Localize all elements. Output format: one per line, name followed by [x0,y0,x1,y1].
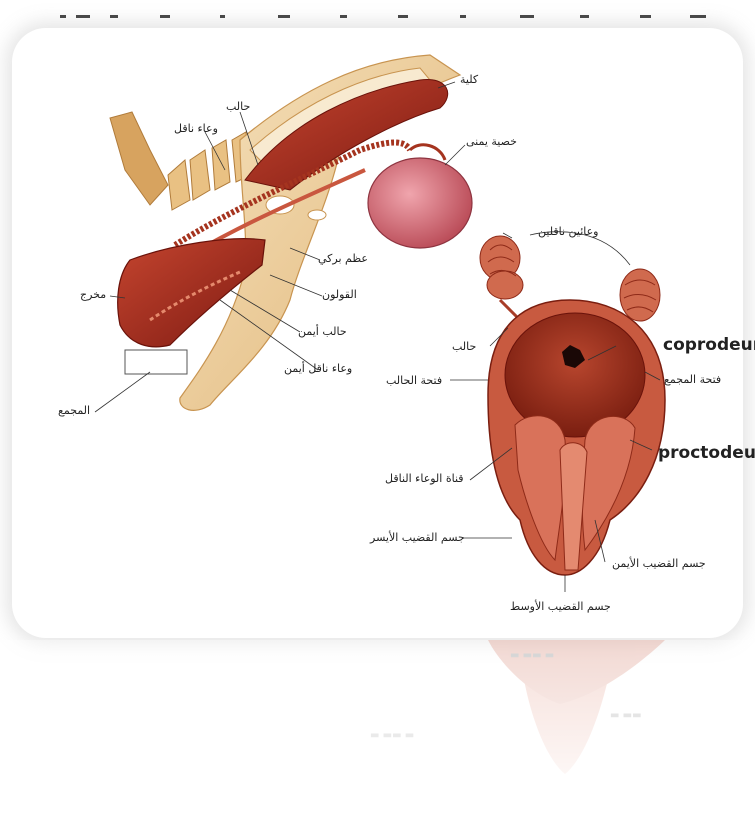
label-right-ureter: حالب أيمن [298,325,347,338]
label-ducts: وعائين ناقلين [538,225,598,238]
label-pelvic-bone: عظم بركي [318,252,368,265]
label-vas-papilla: قناة الوعاء الناقل [385,472,464,485]
label-ureter-opening: فتحة الحالب [386,374,442,387]
label-right-testis: خصية يمنى [466,135,517,148]
label-middle-body: جسم القضيب الأوسط [510,600,611,613]
side-view-figure [95,55,472,412]
label-coprodeum: coprodeum [663,335,755,355]
label-kidney: كلية [460,73,478,86]
right-coil [620,269,660,321]
label-vas-deferens: وعاء ناقل [174,122,218,135]
testis-shape [368,158,472,248]
label-phallus: المجمع [58,404,90,417]
reflection-fade [0,640,755,814]
vertebrae [168,132,249,210]
reflection-area: ▬ ▬▬ ▬ ▬▬ ▬ ▬ ▬▬ ▬ [0,640,755,814]
anatomy-illustration [0,0,755,640]
label-right-body: جسم القضيب الأيمن [612,557,706,570]
label-urodeum-opening: فتحة المجمع [664,373,721,386]
front-view-figure [450,232,665,592]
phallus-bracket [125,350,187,374]
label-right-vas-deferens: وعاء ناقل أيمن [284,362,352,375]
label-ureter-2: حالب [452,340,476,353]
spine-tail [110,112,168,205]
label-proctodeum: proctodeum [658,443,755,463]
label-vent: مخرج [80,288,106,301]
label-ureter: حالب [226,100,250,113]
left-coil [480,236,523,299]
label-cloaca: القولون [322,288,357,301]
label-left-body: جسم القضيب الأيسر [370,531,465,544]
